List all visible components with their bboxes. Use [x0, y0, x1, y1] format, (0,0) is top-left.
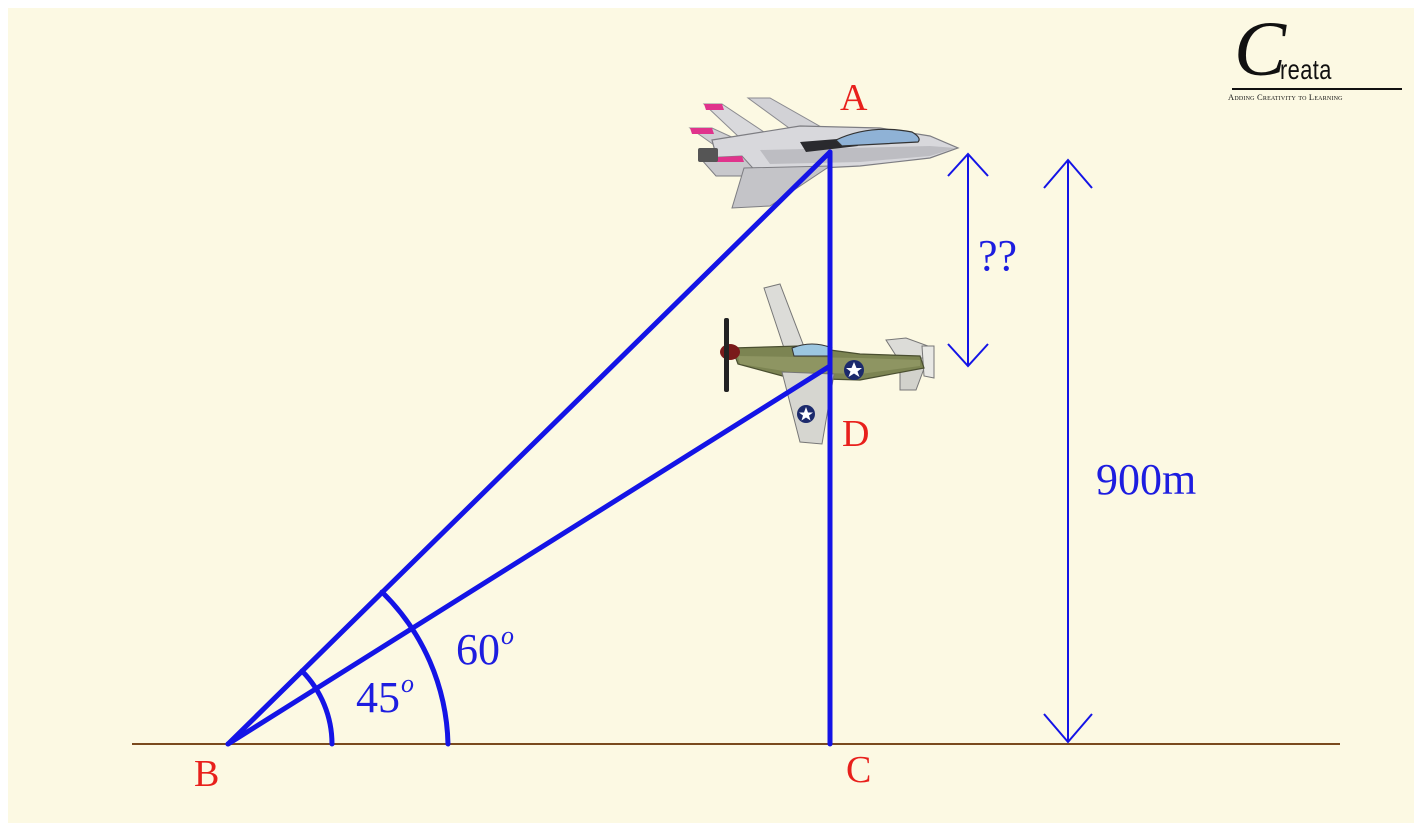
line-BD [225, 363, 833, 747]
logo-letter: C [1234, 5, 1287, 92]
unknown-height-arrow [947, 152, 989, 368]
total-height-arrow [1043, 158, 1093, 744]
point-label-d: D [842, 413, 869, 455]
angle-degree-60: o [501, 621, 514, 650]
logo-word: reata [1280, 54, 1332, 85]
propeller-plane-icon [720, 283, 935, 445]
fighter-jet-icon [688, 97, 960, 209]
slide-background [8, 8, 1414, 823]
angle-label-45: 45 [356, 673, 400, 722]
line-BA [225, 149, 833, 747]
point-label-c: C [846, 749, 871, 791]
angle-label-60: 60 [456, 625, 500, 674]
total-height-label: 900m [1096, 455, 1196, 504]
unknown-height-label: ?? [978, 231, 1017, 280]
logo-rule [1232, 88, 1402, 90]
point-label-a: A [840, 77, 868, 119]
angle-arc-60 [379, 589, 451, 747]
point-label-b: B [194, 753, 219, 795]
creata-logo: C reata Adding Creativity to Learning [1228, 10, 1408, 108]
angle-arc-45 [299, 668, 335, 747]
logo-tagline: Adding Creativity to Learning [1228, 92, 1343, 102]
angle-degree-45: o [401, 669, 414, 698]
